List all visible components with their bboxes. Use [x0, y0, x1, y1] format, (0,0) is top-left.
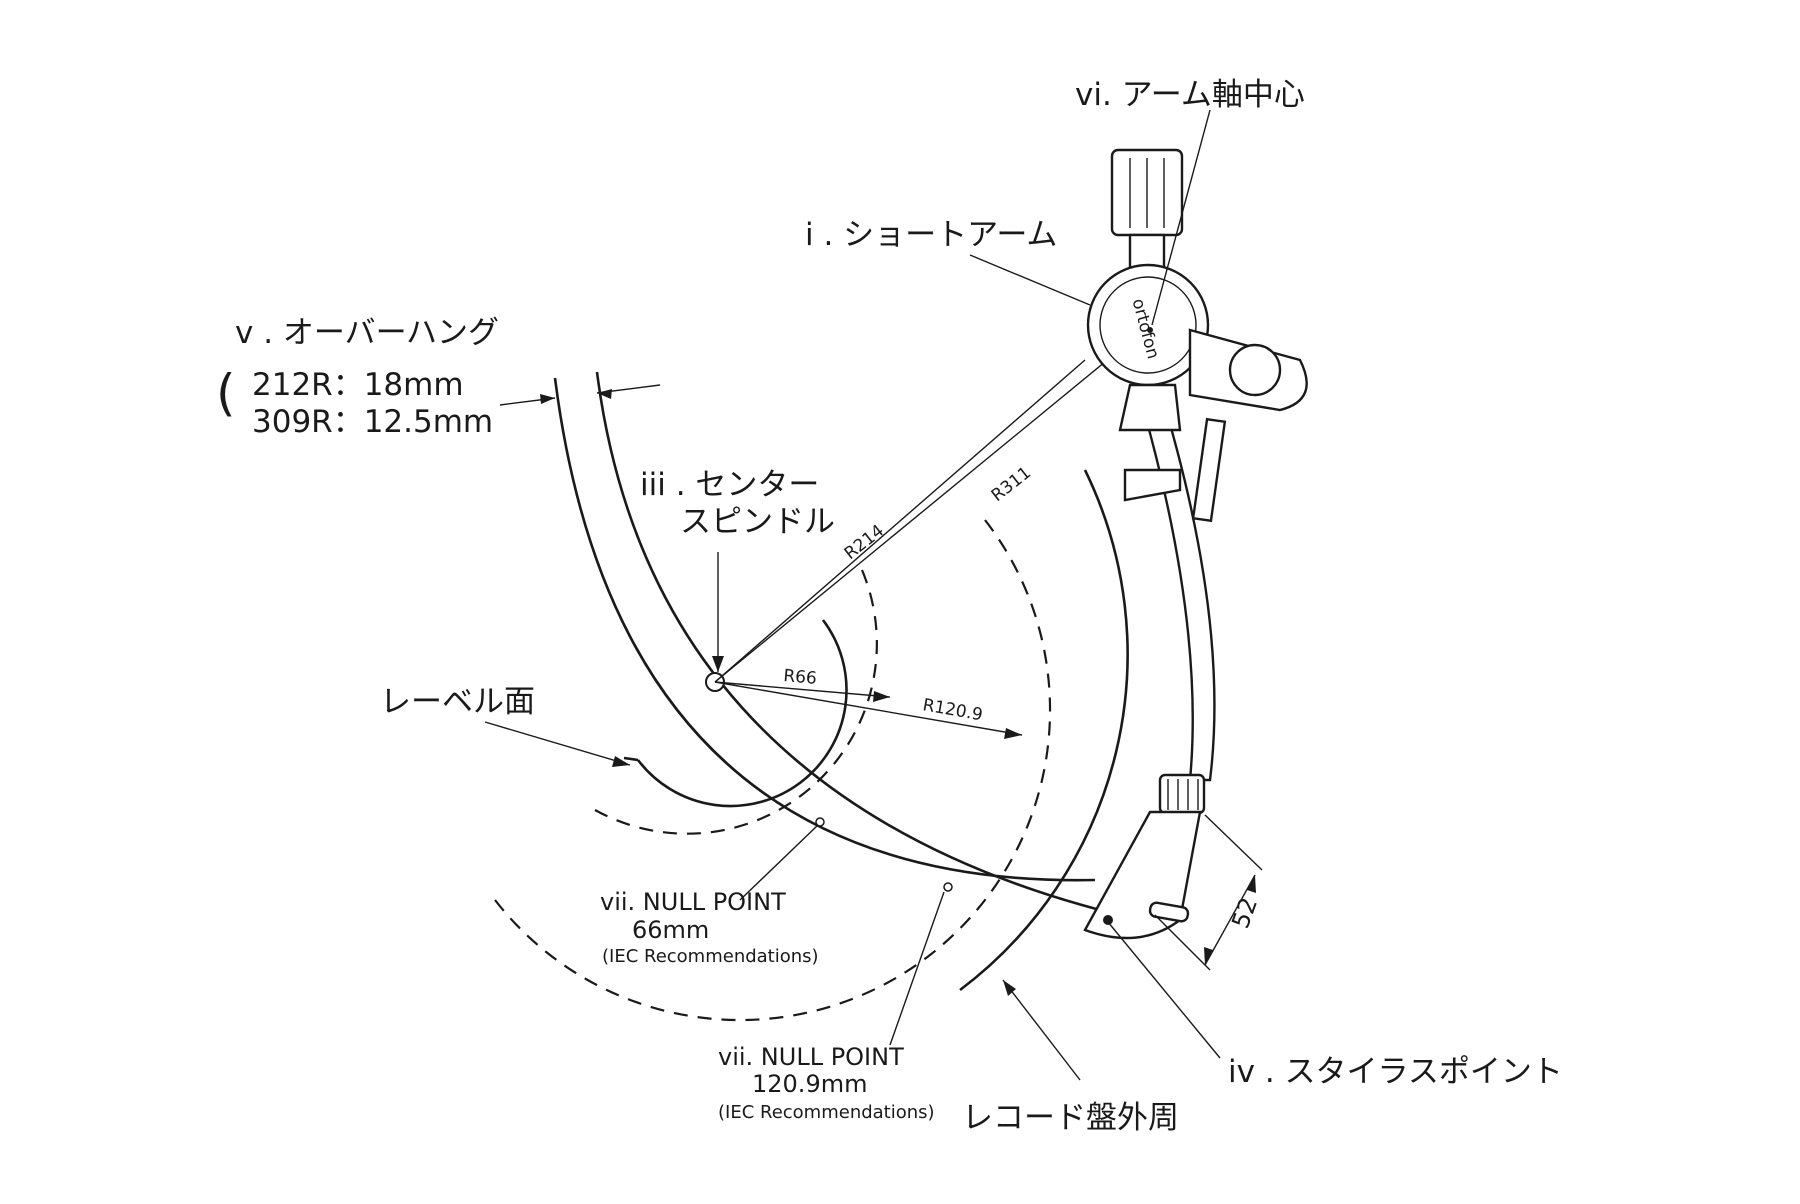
center-spindle-label-2: スピンドル: [680, 504, 835, 540]
null-point-66-value: 66mm: [632, 916, 709, 944]
null-point-66-title: vii. NULL POINT: [600, 888, 786, 916]
radius-66-line: [714, 681, 891, 702]
radius-120-line: [714, 681, 1023, 739]
arm-pivot-center: [1147, 327, 1153, 333]
overhang-title: v . オーバーハング: [235, 315, 499, 351]
radius-214-line: [714, 324, 1151, 683]
null-point-120-value: 120.9mm: [752, 1070, 867, 1098]
record-outer-edge-arc: [959, 469, 1129, 992]
null-point-120-marker: [943, 882, 953, 892]
radius-311-line: [714, 359, 1086, 683]
null-point-66-note: (IEC Recommendations): [602, 946, 819, 967]
radius-66-label: R66: [783, 666, 818, 689]
radius-120-label: R120.9: [921, 695, 984, 725]
record-edge-label: レコード盤外周: [962, 1100, 1179, 1136]
overhang-dimension: [499, 384, 661, 406]
overhang-212r: 212R：18mm: [252, 367, 464, 403]
null-point-120-arc: [494, 519, 1052, 1022]
overhang-309r: 309R：12.5mm: [252, 404, 493, 440]
tonearm: [1083, 148, 1308, 940]
anti-skate-dial: [1228, 343, 1282, 397]
stylus-arc-309R: [595, 371, 1101, 912]
short-arm-label: i . ショートアーム: [805, 217, 1057, 253]
overhang-bracket: (: [216, 364, 236, 422]
null-point-120-title: vii. NULL POINT: [718, 1043, 904, 1071]
label-surface-arc: [623, 619, 848, 808]
null-point-120-note: (IEC Recommendations): [718, 1102, 935, 1123]
dimension-52-label: 52: [1226, 894, 1263, 932]
leader-lines: [484, 109, 1221, 1081]
radius-214-label: R214: [841, 521, 888, 564]
center-spindle-label-1: iii . センター: [640, 467, 819, 503]
label-surface-label: レーベル面: [380, 684, 535, 720]
null-point-66-marker: [815, 817, 825, 827]
arm-pivot-label: vi. アーム軸中心: [1075, 77, 1305, 113]
dimension-52: [1154, 814, 1263, 971]
stylus-point-label: iv . スタイラスポイント: [1228, 1054, 1563, 1090]
stylus-point-marker: [1103, 915, 1113, 925]
stylus-arc-212R: [553, 377, 1096, 882]
radius-311-label: R311: [988, 463, 1035, 506]
finger-lift: [1148, 901, 1190, 923]
